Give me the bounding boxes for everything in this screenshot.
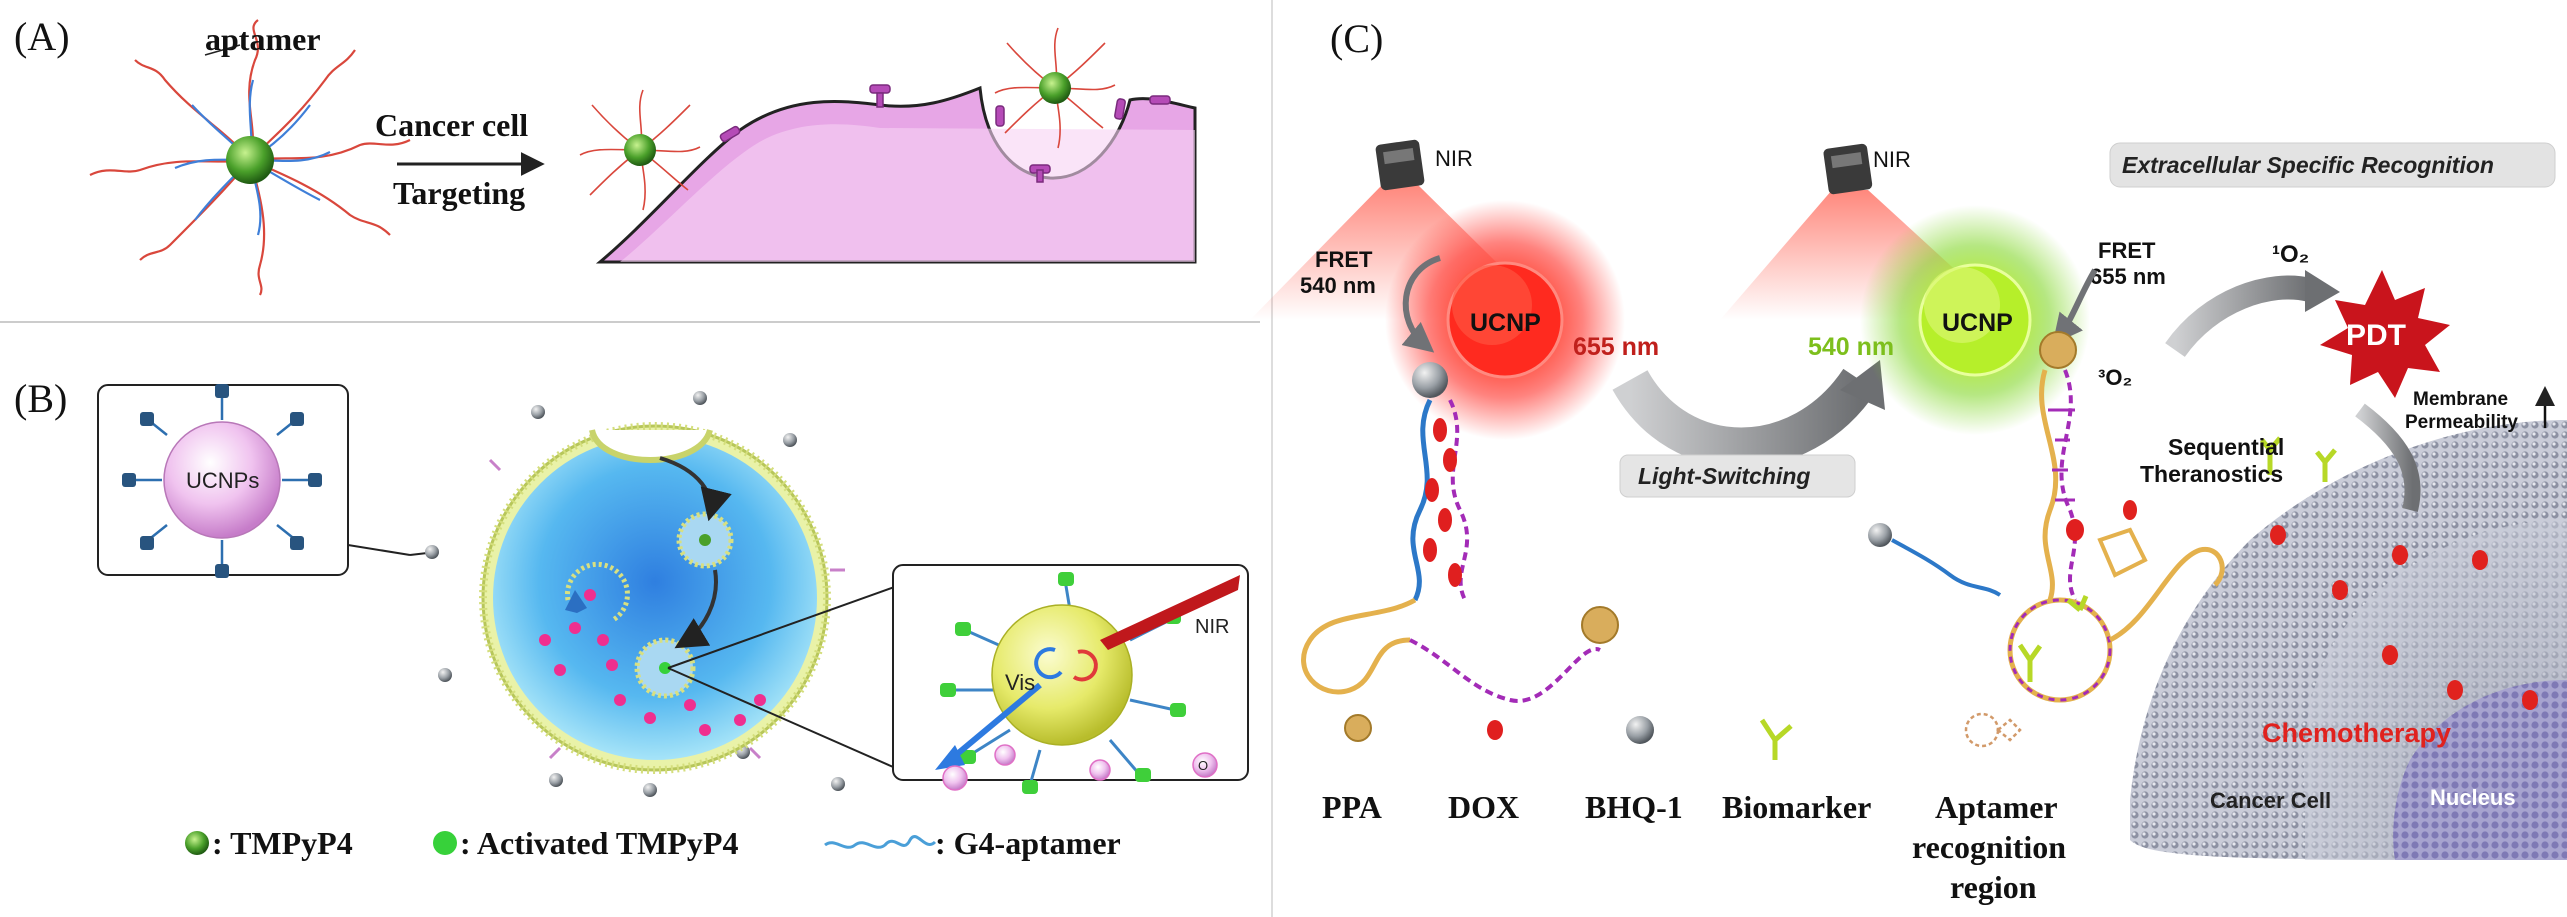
extracellular-pill	[2109, 142, 2556, 188]
ucnp-right-label: UCNP	[1942, 309, 2013, 337]
panel-c: (C) Cancer Cell Nucleus Chemotherapy	[1250, 16, 2567, 905]
legend-g4-swatch	[824, 835, 937, 849]
ucnp-left-label: UCNP	[1470, 309, 1541, 337]
fret-right-arrow	[2052, 268, 2098, 345]
legend-activated-swatch	[433, 831, 457, 855]
receptors	[719, 84, 1171, 183]
nir-right-label: NIR	[1873, 147, 1911, 172]
ucnp-left: UCNP	[1385, 200, 1625, 440]
legend-aptamer-line2: recognition	[1912, 829, 2066, 865]
legend-aptamer-icon	[1964, 712, 2022, 748]
light-switching-pill	[1619, 454, 1856, 498]
approaching-nanoparticle	[579, 89, 701, 211]
panel-a-letter: (A)	[14, 14, 70, 59]
legend-ppa-icon	[1344, 714, 1372, 742]
emission-left: 655 nm	[1573, 333, 1659, 361]
cancer-cell: Cancer Cell Nucleus Chemotherapy	[2130, 420, 2567, 860]
legend-c: PPA DOX BHQ-1 Biomarker Aptamer recognit…	[1322, 712, 2066, 905]
panel-a: (A) aptame	[14, 14, 1197, 296]
nir-left-label: NIR	[1435, 146, 1473, 171]
pdt-star	[2320, 270, 2450, 398]
legend-bhq-icon	[1626, 716, 1654, 744]
pdt-label: PDT	[2346, 319, 2406, 352]
cancer-cell-label: Cancer cell	[375, 107, 528, 143]
emission-right: 540 nm	[1808, 333, 1894, 361]
aptamer-nanoparticle	[89, 19, 411, 296]
membrane-line2: Permeability	[2405, 412, 2518, 433]
legend-biomarker-icon	[1759, 718, 1793, 760]
legend-g4: : G4-aptamer	[935, 825, 1121, 861]
fret-left-arrow	[1401, 255, 1442, 353]
o-label: O	[1198, 758, 1208, 773]
released-strand	[1891, 538, 2002, 597]
ucnps-particle: UCNPs	[122, 384, 322, 578]
ppa-right	[2039, 331, 2077, 369]
fret-right-line1: FRET	[2098, 238, 2156, 263]
aptamer-label: aptamer	[205, 21, 321, 57]
legend-aptamer-line3: region	[1950, 869, 2037, 905]
legend-tmpyp4: : TMPyP4	[212, 825, 353, 861]
nucleus-label: Nucleus	[2430, 785, 2516, 810]
singlet-o2: ¹O₂	[2272, 241, 2309, 268]
panel-c-letter: (C)	[1330, 16, 1383, 61]
legend-tmpyp4-swatch	[185, 831, 209, 855]
sequential-line1: Sequential	[2168, 434, 2284, 460]
light-switching-arrow	[1612, 368, 1877, 468]
aptamer-pointer	[204, 44, 241, 56]
nir-label-b: NIR	[1195, 616, 1229, 638]
legend-bhq: BHQ-1	[1585, 789, 1683, 825]
chemotherapy-label: Chemotherapy	[2262, 718, 2451, 748]
light-switching-label: Light-Switching	[1638, 463, 1810, 489]
legend-b: : TMPyP4 : Activated TMPyP4 : G4-aptamer	[185, 825, 1121, 861]
legend-activated: : Activated TMPyP4	[460, 825, 738, 861]
legend-dox: DOX	[1448, 789, 1519, 825]
nanoparticle-core	[226, 136, 274, 184]
cancer-cell-label-c: Cancer Cell	[2210, 788, 2331, 813]
legend-aptamer-line1: Aptamer	[1935, 789, 2058, 825]
dox-in-cell	[2270, 525, 2538, 710]
dna-right	[2007, 369, 2225, 703]
bhq-left	[1412, 362, 1448, 398]
bound-nanoparticle	[994, 27, 1116, 149]
sequential-line2: Theranostics	[2140, 461, 2283, 487]
panel-b: (B) UCNPs	[14, 376, 1249, 861]
vis-label: Vis	[1005, 670, 1035, 695]
membrane-line1: Membrane	[2413, 389, 2508, 410]
triplet-o2: ³O₂	[2098, 365, 2132, 390]
ucnps-label: UCNPs	[186, 468, 259, 493]
activation-particle: Vis NIR O	[935, 572, 1240, 794]
panel-b-letter: (B)	[14, 376, 67, 421]
fret-left-line2: 540 nm	[1300, 273, 1376, 298]
fret-left-line1: FRET	[1315, 247, 1373, 272]
extracellular-label: Extracellular Specific Recognition	[2122, 152, 2494, 178]
legend-ppa: PPA	[1322, 789, 1382, 825]
ucnp-right: UCNP	[1860, 205, 2090, 435]
dna-left	[1301, 398, 1619, 703]
tumor-cell	[479, 422, 845, 774]
surface-biomarkers	[2260, 436, 2337, 482]
targeting-label: Targeting	[393, 175, 525, 211]
legend-biomarker: Biomarker	[1722, 789, 1871, 825]
bhq-free	[1868, 523, 1892, 547]
fret-right-line2: 655 nm	[2090, 264, 2166, 289]
legend-dox-icon	[1487, 720, 1503, 740]
